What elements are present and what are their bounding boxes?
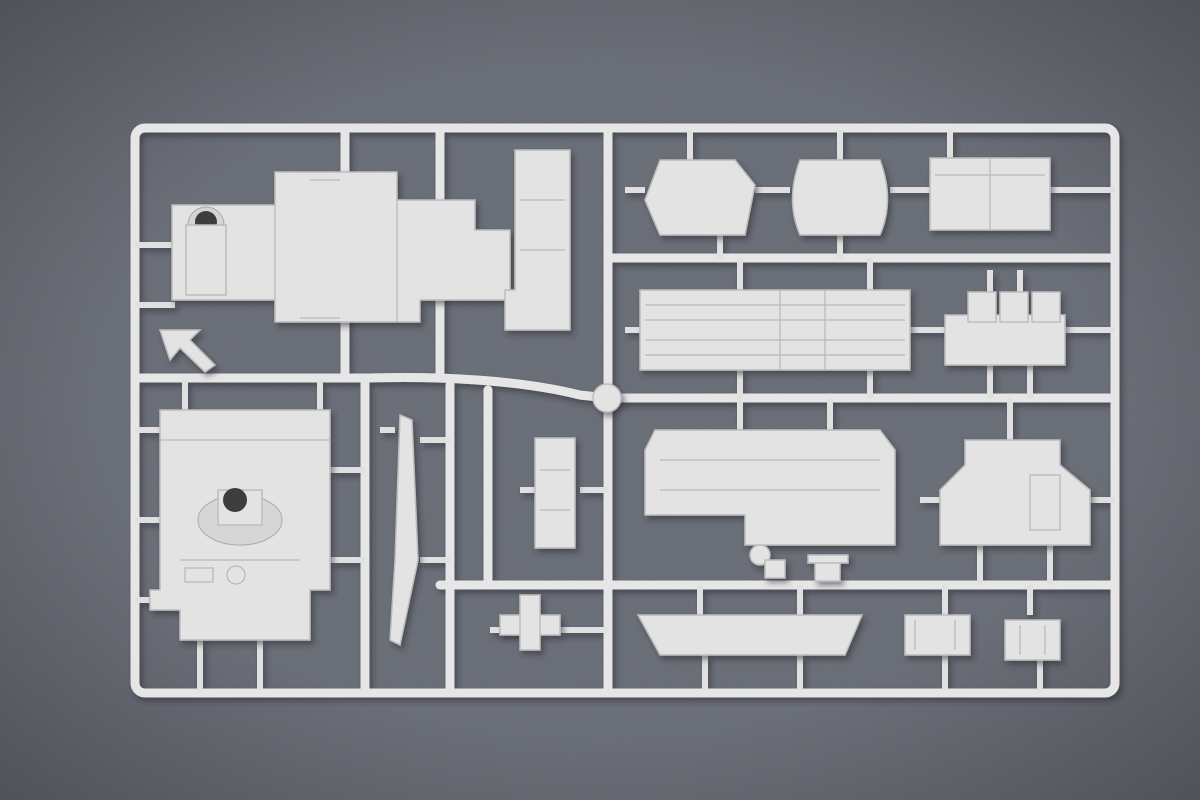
sprue-frame — [130, 123, 1120, 698]
sprue-parts — [149, 149, 1091, 661]
